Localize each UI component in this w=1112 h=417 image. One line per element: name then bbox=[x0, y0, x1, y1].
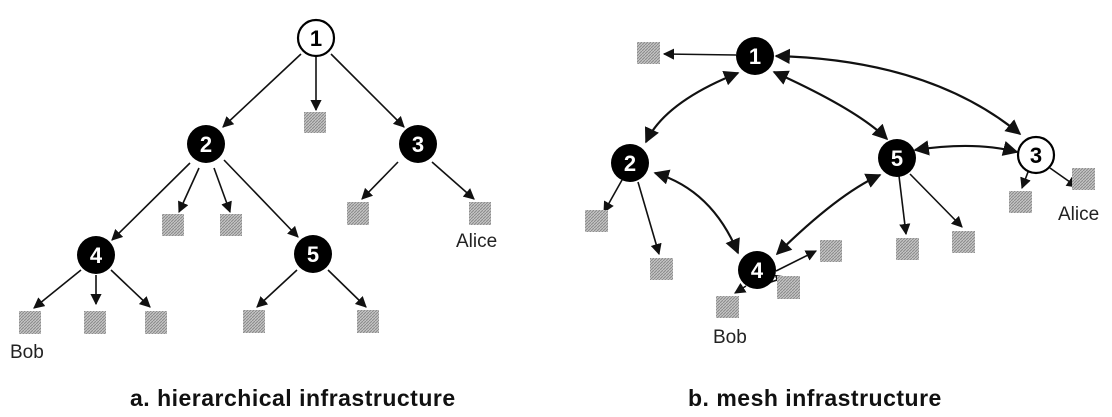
host-icon bbox=[952, 231, 975, 253]
edge-a-5-host2 bbox=[327, 269, 367, 308]
edge-a-4-host3 bbox=[110, 269, 151, 308]
host-icon bbox=[469, 202, 491, 225]
nodes-a: 1 2 3 4 5 bbox=[77, 18, 437, 274]
edge-b-1-host bbox=[662, 48, 737, 60]
edges-b bbox=[603, 48, 1078, 294]
edge-a-3-alice bbox=[431, 161, 475, 200]
node-b-5: 5 bbox=[878, 139, 916, 177]
edge-a-1-3 bbox=[330, 53, 405, 128]
edge-b-1-2 bbox=[645, 70, 740, 144]
node-b-3-label: 3 bbox=[1030, 143, 1042, 168]
edge-a-1-2 bbox=[222, 53, 302, 128]
host-icon bbox=[585, 210, 608, 232]
edge-a-3-host1 bbox=[361, 161, 399, 200]
node-a-3: 3 bbox=[399, 125, 437, 163]
node-a-5-label: 5 bbox=[307, 242, 319, 267]
panel-hierarchical: 1 2 3 4 5 Alice Bob a. hierarchical infr… bbox=[10, 18, 497, 411]
edge-b-1-3 bbox=[774, 48, 1022, 135]
alice-label-b: Alice bbox=[1058, 204, 1099, 225]
edges-a bbox=[33, 53, 475, 309]
bob-label-a: Bob bbox=[10, 342, 44, 363]
node-b-1-label: 1 bbox=[749, 44, 761, 69]
host-icon bbox=[145, 311, 167, 334]
host-icon bbox=[1072, 168, 1095, 190]
alice-label-a: Alice bbox=[456, 231, 497, 252]
edge-a-2-4 bbox=[111, 162, 191, 241]
edge-b-3-host1 bbox=[1020, 171, 1031, 190]
edge-b-4-host-right bbox=[775, 250, 818, 272]
bob-label-b: Bob bbox=[713, 327, 747, 348]
edge-b-5-host1 bbox=[898, 175, 911, 236]
edge-b-5-host2 bbox=[909, 173, 963, 228]
edge-a-2-host1 bbox=[178, 167, 200, 214]
node-a-5: 5 bbox=[294, 235, 332, 273]
host-icon bbox=[637, 42, 660, 64]
node-a-4-label: 4 bbox=[90, 243, 103, 268]
edge-b-2-host1 bbox=[603, 179, 623, 213]
node-b-5-label: 5 bbox=[891, 146, 903, 171]
host-icon bbox=[820, 240, 842, 262]
host-icon bbox=[162, 214, 184, 236]
edge-a-2-host2 bbox=[213, 167, 232, 214]
node-a-1-label: 1 bbox=[310, 26, 322, 51]
node-a-3-label: 3 bbox=[412, 132, 424, 157]
edge-a-2-5 bbox=[223, 159, 299, 238]
host-icon bbox=[84, 311, 106, 334]
host-icon bbox=[357, 310, 379, 333]
host-icon bbox=[347, 202, 369, 225]
node-a-2-label: 2 bbox=[200, 132, 212, 157]
edge-b-2-4 bbox=[653, 169, 740, 255]
edge-b-4-5 bbox=[775, 173, 882, 256]
host-icon bbox=[650, 258, 673, 280]
node-a-1: 1 bbox=[296, 18, 336, 58]
node-b-3: 3 bbox=[1016, 135, 1056, 175]
hosts-a bbox=[19, 112, 491, 334]
hosts-b bbox=[585, 42, 1095, 318]
host-icon bbox=[304, 112, 326, 133]
host-icon bbox=[777, 276, 800, 299]
edge-a-4-bob bbox=[33, 269, 82, 309]
node-b-1: 1 bbox=[736, 37, 774, 75]
host-icon bbox=[1009, 191, 1032, 213]
host-icon bbox=[896, 238, 919, 260]
node-b-2-label: 2 bbox=[624, 151, 636, 176]
node-b-4-label: 4 bbox=[751, 258, 764, 283]
node-b-4: 4 bbox=[738, 251, 776, 289]
host-icon bbox=[19, 311, 41, 334]
caption-b: b. mesh infrastructure bbox=[688, 385, 942, 411]
edge-b-5-3 bbox=[913, 140, 1019, 156]
node-a-2: 2 bbox=[187, 125, 225, 163]
edge-b-4-bob bbox=[734, 282, 747, 294]
edge-a-5-host1 bbox=[256, 269, 298, 308]
edge-b-1-5 bbox=[772, 70, 889, 141]
host-icon bbox=[243, 310, 265, 333]
node-a-4: 4 bbox=[77, 236, 115, 274]
panel-mesh: 1 2 3 4 5 Alice Bob b. mesh infrastructu… bbox=[585, 37, 1099, 411]
host-icon bbox=[716, 296, 739, 318]
nodes-b: 1 2 3 4 5 bbox=[611, 37, 1056, 289]
edge-b-2-host2 bbox=[637, 181, 662, 256]
host-icon bbox=[220, 214, 242, 236]
node-b-2: 2 bbox=[611, 144, 649, 182]
caption-a: a. hierarchical infrastructure bbox=[130, 385, 456, 411]
